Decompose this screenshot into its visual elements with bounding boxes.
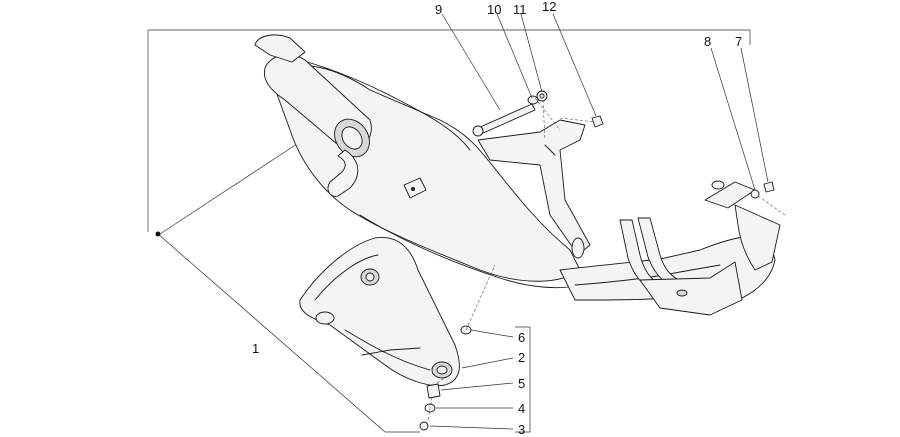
callout-1: 1: [252, 341, 259, 356]
callout-11: 11: [513, 2, 527, 17]
small-parts-bracket: [515, 326, 531, 433]
callout-7: 7: [735, 34, 742, 49]
assembly-frame: [147, 29, 751, 433]
callout-12: 12: [542, 0, 556, 14]
callout-5: 5: [518, 376, 525, 391]
assembly-dot: [155, 231, 161, 237]
callout-labels: 1 2 3 4 5 6 7 8 9 10 11 12: [252, 0, 742, 437]
callout-9: 9: [435, 2, 442, 17]
callout-2: 2: [518, 350, 525, 365]
callout-leaders: [429, 13, 769, 430]
callout-3: 3: [518, 422, 525, 437]
callout-10: 10: [487, 2, 501, 17]
callout-6: 6: [518, 330, 525, 345]
heat-shield: [299, 237, 460, 387]
alignment-guides: [427, 97, 786, 421]
callout-8: 8: [704, 34, 711, 49]
muffler: [254, 34, 581, 289]
manifold-pipes: [559, 180, 781, 316]
callout-4: 4: [518, 401, 525, 416]
support-bracket: [477, 119, 591, 259]
